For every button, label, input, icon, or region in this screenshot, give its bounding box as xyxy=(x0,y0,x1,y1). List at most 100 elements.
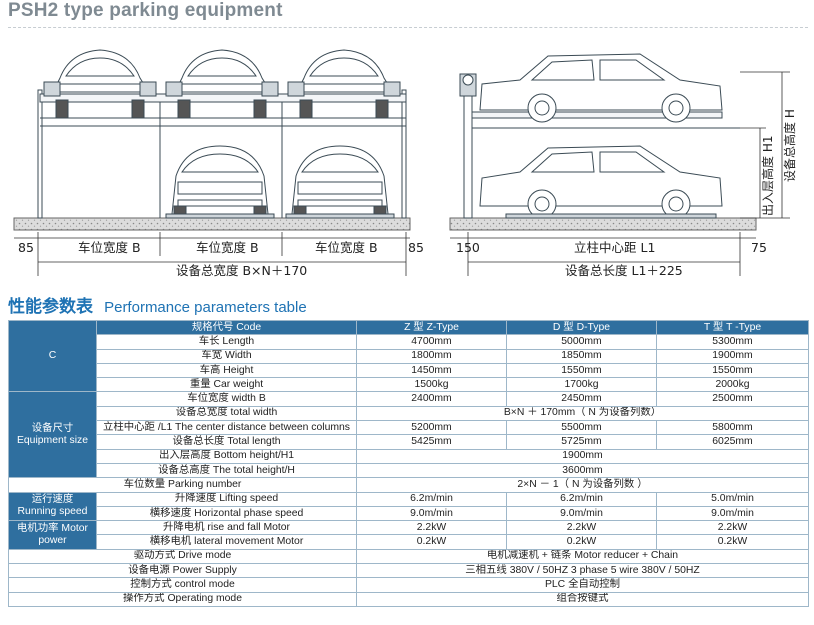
cell-value: 0.2kW xyxy=(356,534,507,550)
side-margin-left: 150 xyxy=(456,240,480,255)
bottom-height-label: 出入层高度 H1 xyxy=(760,136,775,216)
front-margin-left: 85 xyxy=(18,240,34,255)
title-divider xyxy=(8,27,808,28)
cell-value: 1500kg xyxy=(356,377,507,393)
side-view xyxy=(449,53,790,276)
cell-value: 1550mm xyxy=(656,362,809,379)
row-label: 升降电机 rise and fall Motor xyxy=(96,520,357,536)
front-view xyxy=(13,49,411,276)
header-code: 规格代号 Code xyxy=(96,319,357,336)
cell-value: 3600mm xyxy=(356,462,809,479)
row-label: 设备总宽度 total width xyxy=(96,405,357,422)
row-label: 横移电机 lateral movement Motor xyxy=(96,534,357,550)
cell-value: 1450mm xyxy=(356,362,507,379)
side-dimensions xyxy=(450,71,790,276)
table-row: 车高 Height 1450mm 1550mm 1550mm xyxy=(9,362,809,379)
front-ground xyxy=(13,217,411,231)
cell-value: 2×N － 1（ N 为设备列数 ） xyxy=(356,477,809,493)
row-label: 车位数量 Parking number xyxy=(8,477,357,493)
row-label: 驱动方式 Drive mode xyxy=(8,548,357,565)
table-row: 横移电机 lateral movement Motor 0.2kW 0.2kW … xyxy=(9,534,809,550)
row-label: 立柱中心距 /L1 The center distance between co… xyxy=(96,420,357,436)
front-margin-right: 85 xyxy=(408,240,424,255)
table-header-row: C 规格代号 Code Z 型 Z-Type D 型 D-Type T 型 T … xyxy=(8,319,809,393)
row-label: 出入层高度 Bottom height/H1 xyxy=(96,448,357,464)
upper-car-3 xyxy=(287,49,401,119)
table-row: 设备尺寸 Equipment size 车位宽度 width B 2400mm … xyxy=(8,391,809,479)
table-row: 出入层高度 Bottom height/H1 1900mm xyxy=(9,448,809,464)
cell-value: 5.0m/min xyxy=(656,491,809,507)
section-title-zh: 性能参数表 xyxy=(8,297,93,317)
table-row: 设备总长度 Total length 5425mm 5725mm 6025mm xyxy=(9,434,809,450)
row-label: 操作方式 Operating mode xyxy=(8,591,357,607)
cell-value: 2.2kW xyxy=(356,520,507,536)
table-row: 驱动方式 Drive mode 电机减速机 + 链条 Motor reducer… xyxy=(8,548,809,565)
cell-value: 5300mm xyxy=(656,334,809,350)
row-label: 设备总高度 The total height/H xyxy=(96,462,357,479)
total-height-label: 设备总高度 H xyxy=(782,109,797,182)
cell-value: 组合按键式 xyxy=(356,591,809,607)
section-title-en: Performance parameters table xyxy=(104,299,307,316)
group-equipment-size: 设备尺寸 Equipment size xyxy=(8,391,97,479)
bay-width-label-2: 车位宽度 B xyxy=(196,240,259,255)
row-label: 车高 Height xyxy=(96,362,357,379)
lower-car-side xyxy=(479,145,723,219)
cell-value: 5800mm xyxy=(656,420,809,436)
front-dimensions xyxy=(14,232,410,276)
cell-value: 0.2kW xyxy=(656,534,809,550)
row-label: 重量 Car weight xyxy=(96,377,357,393)
cell-value: 9.0m/min xyxy=(356,505,507,522)
side-ground xyxy=(449,217,757,231)
performance-table: C 规格代号 Code Z 型 Z-Type D 型 D-Type T 型 T … xyxy=(8,319,809,607)
group-equipment-size-label: 设备尺寸 Equipment size xyxy=(16,422,89,446)
row-label: 横移速度 Horizontal phase speed xyxy=(96,505,357,522)
cell-value: 9.0m/min xyxy=(656,505,809,522)
cell-value: 5425mm xyxy=(356,434,507,450)
cell-value: 三相五线 380V / 50HZ 3 phase 5 wire 380V / 5… xyxy=(356,563,809,579)
cell-value: 6025mm xyxy=(656,434,809,450)
cell-value: 1550mm xyxy=(506,362,657,379)
cell-value: 2.2kW xyxy=(506,520,657,536)
group-running-speed: 运行速度 Running speed xyxy=(8,491,97,522)
cell-value: 6.2m/min xyxy=(506,491,657,507)
cell-value: PLC 全自动控制 xyxy=(356,577,809,593)
row-label: 设备电源 Power Supply xyxy=(8,563,357,579)
header-z-type: Z 型 Z-Type xyxy=(356,319,507,336)
page-title: PSH2 type parking equipment xyxy=(8,0,283,21)
cell-value: 5500mm xyxy=(506,420,657,436)
table-row: 运行速度 Running speed 升降速度 Lifting speed 6.… xyxy=(8,491,809,522)
row-label: 车长 Length xyxy=(96,334,357,350)
cell-value: 5200mm xyxy=(356,420,507,436)
table-row: 车宽 Width 1800mm 1850mm 1900mm xyxy=(9,348,809,364)
table-row: 车长 Length 4700mm 5000mm 5300mm xyxy=(9,334,809,350)
table-row: 立柱中心距 /L1 The center distance between co… xyxy=(9,420,809,436)
table-row: 操作方式 Operating mode 组合按键式 xyxy=(8,591,809,607)
cell-value: 6.2m/min xyxy=(356,491,507,507)
table-row: 重量 Car weight 1500kg 1700kg 2000kg xyxy=(9,377,809,393)
table-row: 设备总宽度 total width B×N ＋ 170mm（ N 为设备列数） xyxy=(9,405,809,422)
lower-car-1 xyxy=(165,145,275,219)
equipment-drawing: 85 车位宽度 B 车位宽度 B 车位宽度 B 85 设备总宽度 B×N＋170 xyxy=(13,49,797,278)
cell-value: 5725mm xyxy=(506,434,657,450)
cell-value: 0.2kW xyxy=(506,534,657,550)
column-center-distance-label: 立柱中心距 L1 xyxy=(574,240,655,255)
cell-value: 电机减速机 + 链条 Motor reducer + Chain xyxy=(356,548,809,565)
table-row: 电机功率 Motor power 升降电机 rise and fall Moto… xyxy=(8,520,809,550)
cell-value: 1850mm xyxy=(506,348,657,364)
section-heading: 性能参数表 Performance parameters table xyxy=(8,292,307,317)
cell-value: 1800mm xyxy=(356,348,507,364)
cell-value: 2500mm xyxy=(656,391,809,407)
row-label: 控制方式 control mode xyxy=(8,577,357,593)
lower-car-2 xyxy=(285,145,395,219)
group-motor-power: 电机功率 Motor power xyxy=(8,520,97,550)
bay-width-label-1: 车位宽度 B xyxy=(78,240,141,255)
front-total-width: 设备总宽度 B×N＋170 xyxy=(176,263,307,278)
row-label: 车宽 Width xyxy=(96,348,357,364)
table-row: 控制方式 control mode PLC 全自动控制 xyxy=(8,577,809,593)
cell-value: 1900mm xyxy=(356,448,809,464)
row-label: 车位宽度 width B xyxy=(96,391,357,407)
cell-value: B×N ＋ 170mm（ N 为设备列数） xyxy=(356,405,809,422)
table-row: 横移速度 Horizontal phase speed 9.0m/min 9.0… xyxy=(9,505,809,522)
upper-car-1 xyxy=(43,49,157,119)
row-label: 升降速度 Lifting speed xyxy=(96,491,357,507)
